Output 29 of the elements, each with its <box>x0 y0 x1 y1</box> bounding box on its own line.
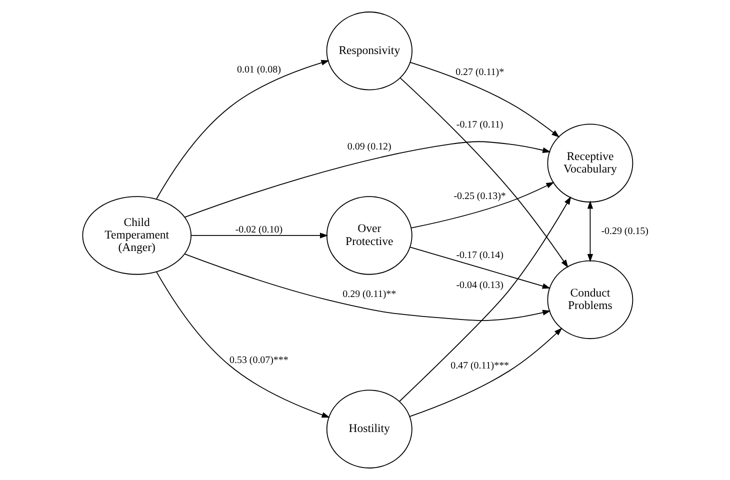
edge-label: -0.29 (0.15) <box>600 226 648 238</box>
arrow <box>410 182 554 228</box>
edge-label: 0.29 (0.11)** <box>342 288 396 300</box>
arrow <box>190 232 328 238</box>
arrow <box>398 196 571 402</box>
edge-label: -0.17 (0.11) <box>456 120 503 131</box>
edge-label: 0.53 (0.07)*** <box>229 354 288 366</box>
arrow <box>409 246 550 289</box>
edge-label: 0.47 (0.11)*** <box>450 360 509 372</box>
edge-label: -0.17 (0.14) <box>456 250 503 261</box>
arrow <box>155 60 329 200</box>
arrow <box>586 200 593 262</box>
arrow <box>184 254 550 322</box>
arrow <box>399 78 568 268</box>
edge-label: 0.01 (0.08) <box>236 64 280 76</box>
node-circle: Over Protective <box>326 196 412 275</box>
edge-label: 0.09 (0.12) <box>346 141 391 152</box>
node-circle: Responsivity <box>326 12 412 90</box>
arrow <box>156 271 330 418</box>
arrow <box>184 141 550 218</box>
arrow <box>408 328 562 417</box>
edge-label: -0.25 (0.13)* <box>453 191 506 202</box>
node-circle: Receptive Vocabulary <box>546 124 633 202</box>
node-circle: Hostility <box>326 390 412 468</box>
node-ellipse: Child Temperament (Anger) <box>82 196 191 275</box>
edge-label: 0.27 (0.11)* <box>455 67 504 78</box>
arrow <box>409 62 560 138</box>
edge-label: -0.02 (0.10) <box>234 224 282 236</box>
edge-label: -0.04 (0.13) <box>456 280 503 291</box>
